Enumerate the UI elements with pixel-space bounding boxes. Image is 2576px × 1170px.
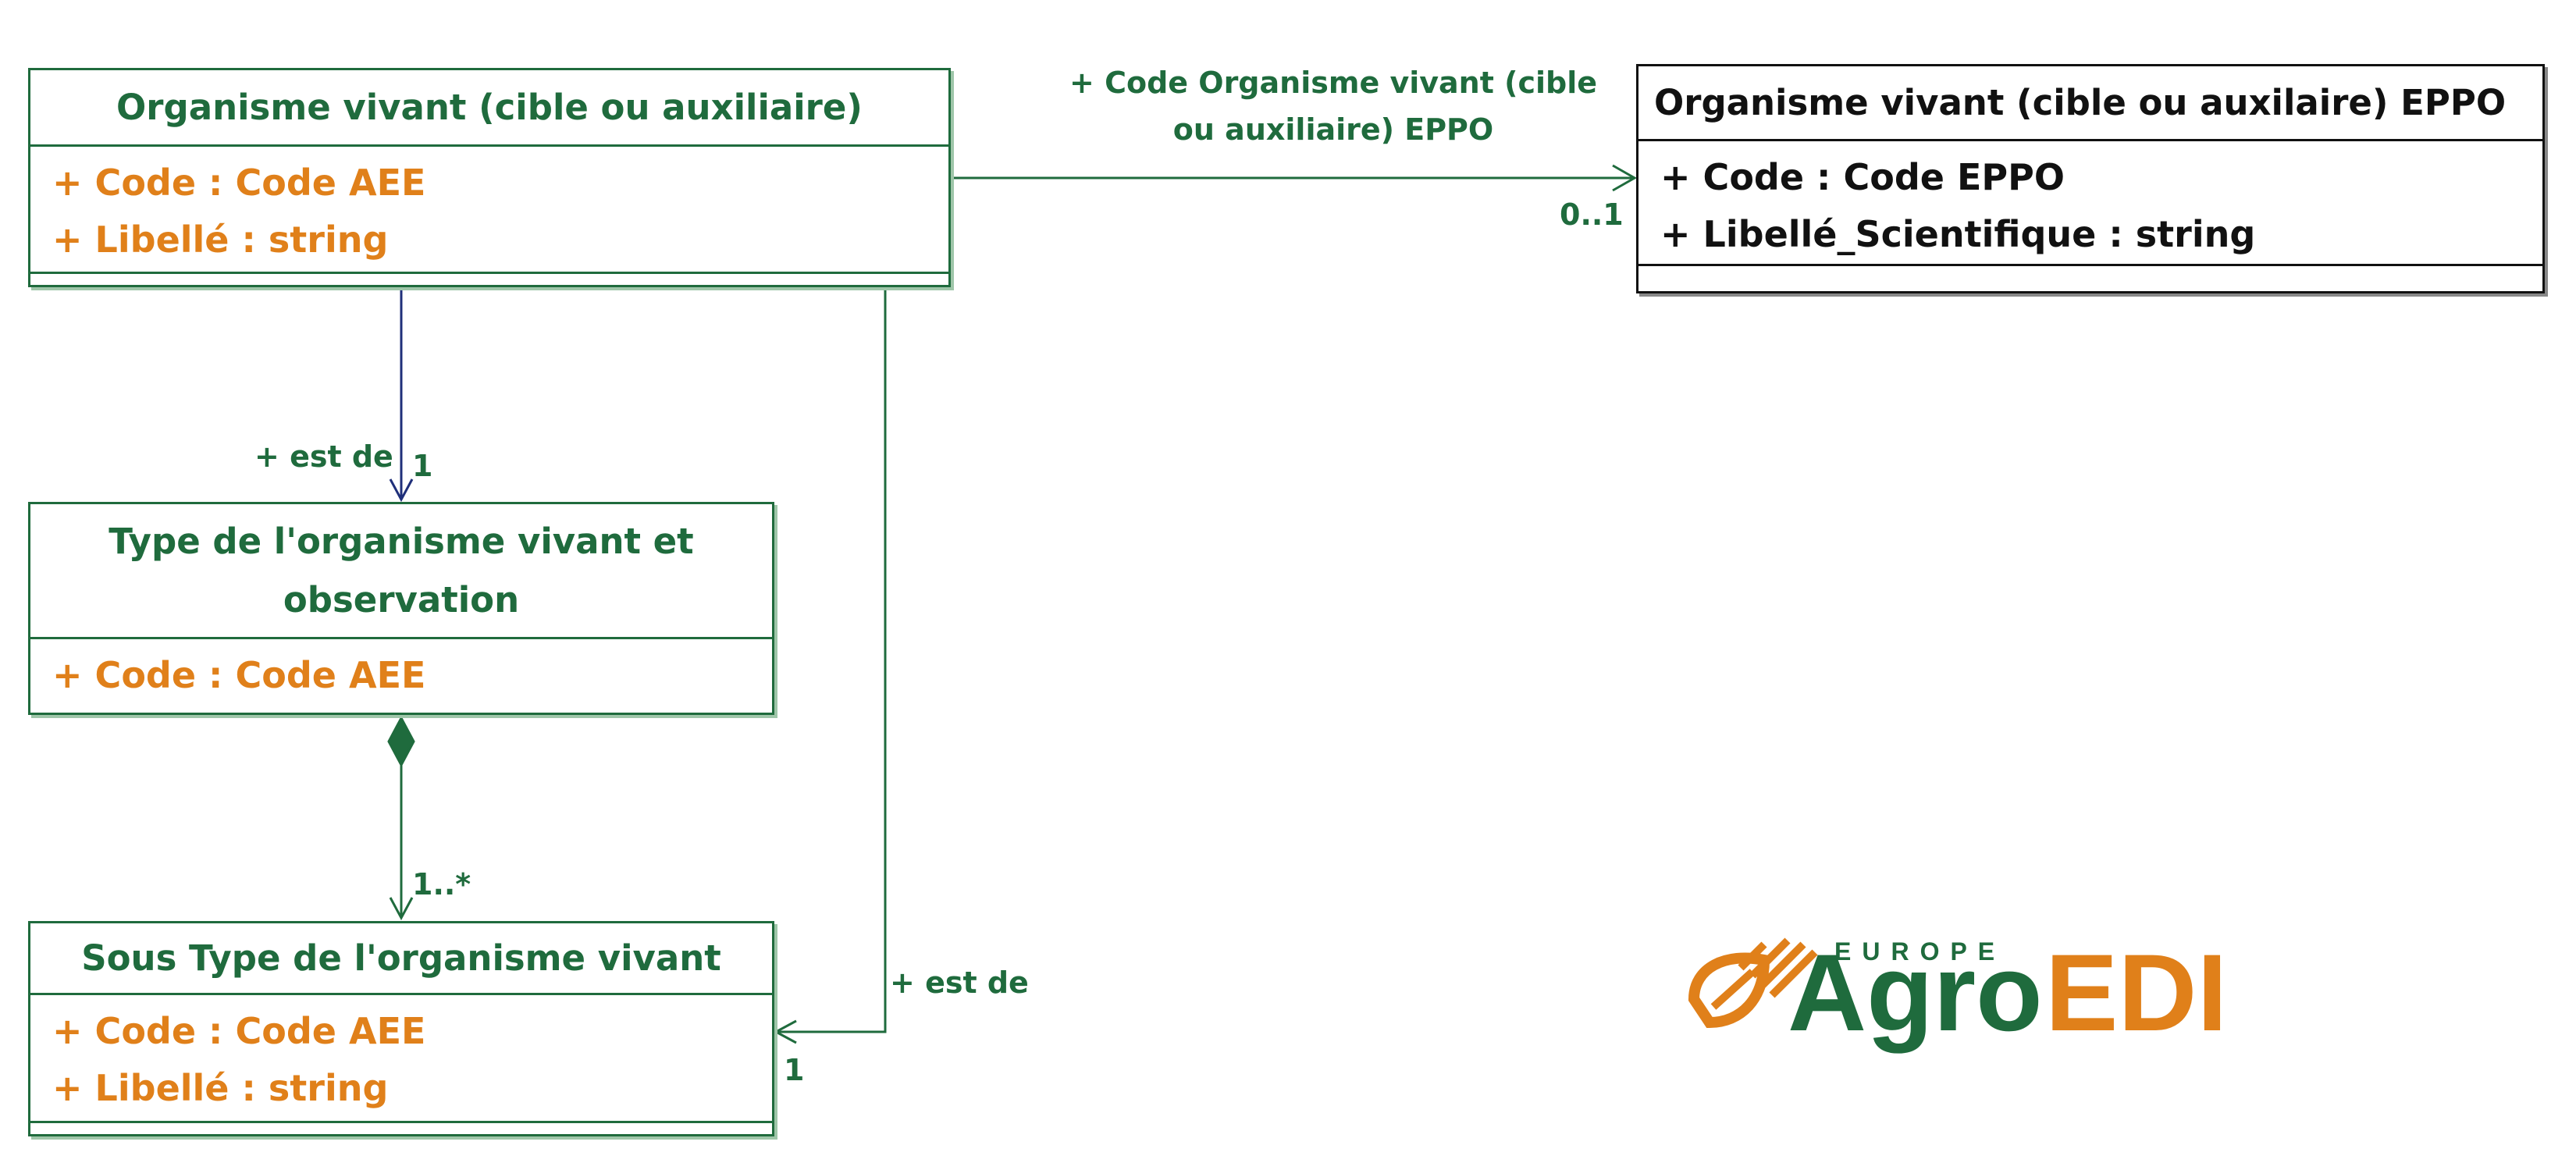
class-attributes: + Code : Code EPPO + Libellé_Scientifiqu… xyxy=(1638,141,2542,266)
class-attributes: + Code : Code AEE + Libellé : string xyxy=(30,147,948,274)
class-name: Organisme vivant (cible ou auxilaire) EP… xyxy=(1638,66,2542,141)
class-name-line2: observation xyxy=(283,579,520,621)
association-type-multiplicity: 1 xyxy=(412,449,433,483)
attribute: + Libellé : string xyxy=(52,219,389,261)
class-sous-type-organisme[interactable]: Sous Type de l'organisme vivant + Code :… xyxy=(28,921,774,1136)
association-eppo-multiplicity: 0..1 xyxy=(1560,197,1624,232)
class-name: Organisme vivant (cible ou auxiliaire) xyxy=(30,70,948,147)
class-type-organisme[interactable]: Type de l'organisme vivant et observatio… xyxy=(28,502,774,715)
association-eppo-role: + Code Organisme vivant (cible ou auxili… xyxy=(1069,59,1597,153)
attribute: + Libellé_Scientifique : string xyxy=(1660,213,2256,255)
association-eppo xyxy=(951,164,1638,192)
attribute: + Code : Code AEE xyxy=(52,162,426,204)
logo-edi: EDI xyxy=(2045,931,2227,1054)
attribute: + Code : Code EPPO xyxy=(1660,156,2065,198)
class-organisme-vivant-eppo[interactable]: Organisme vivant (cible ou auxilaire) EP… xyxy=(1636,64,2545,293)
composition-type-soustype xyxy=(387,715,415,921)
association-soustype-role: + est de xyxy=(890,966,1029,1000)
agroedi-logo: EUROPE Agro EDI xyxy=(1688,931,2227,1054)
association-type xyxy=(389,287,414,503)
class-attributes: + Code : Code AEE + Libellé : string xyxy=(30,995,772,1123)
class-name: Sous Type de l'organisme vivant xyxy=(30,923,772,995)
class-name-line1: Type de l'organisme vivant et xyxy=(109,521,694,562)
class-name: Type de l'organisme vivant et observatio… xyxy=(30,504,772,639)
class-organisme-vivant[interactable]: Organisme vivant (cible ou auxiliaire) +… xyxy=(28,68,951,287)
leaf-icon xyxy=(1688,937,1818,1029)
role-line: + Code Organisme vivant (cible xyxy=(1069,66,1598,100)
association-type-role: + est de xyxy=(254,439,393,474)
logo-agro: Agro xyxy=(1788,931,2043,1054)
logo-europe: EUROPE xyxy=(1834,937,2005,966)
role-line: ou auxiliaire) EPPO xyxy=(1172,112,1494,147)
attribute: + Code : Code AEE xyxy=(52,1010,426,1052)
attribute: + Libellé : string xyxy=(52,1067,389,1109)
class-attributes: + Code : Code AEE xyxy=(30,639,772,712)
composition-multiplicity: 1..* xyxy=(412,867,471,902)
attribute: + Code : Code AEE xyxy=(52,654,426,696)
association-soustype xyxy=(773,287,887,1044)
association-soustype-multiplicity: 1 xyxy=(784,1053,805,1087)
